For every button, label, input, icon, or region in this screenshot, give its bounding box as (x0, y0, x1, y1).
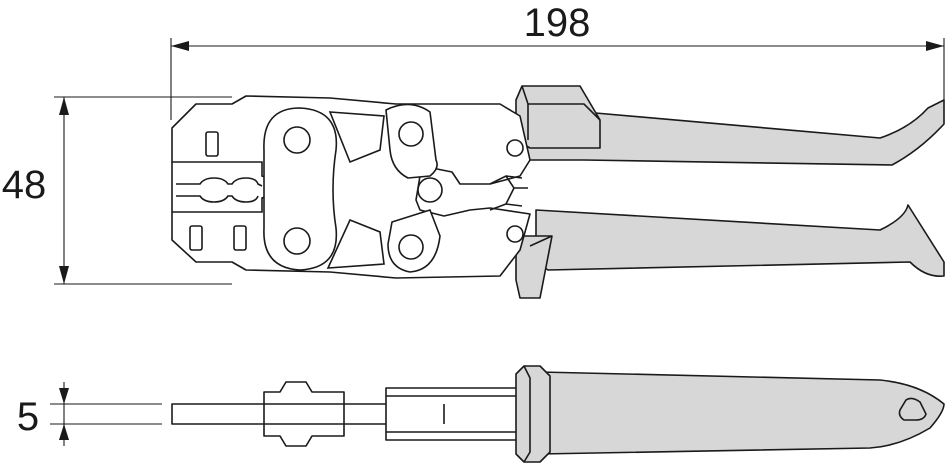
length-dimension-label: 198 (524, 1, 591, 45)
top-view-pivot-block (263, 381, 345, 447)
thickness-arrow-top (59, 388, 69, 404)
height-arrow-top (59, 97, 69, 115)
hang-hole-icon (898, 397, 927, 421)
window-lower (326, 218, 385, 269)
crimp-die-profile (176, 177, 263, 203)
link-plate (385, 103, 438, 179)
rivet-center (417, 177, 443, 203)
cam-plate (263, 107, 338, 271)
height-dimension: 48 (2, 96, 232, 285)
top-view-pivot-lines (264, 403, 344, 425)
length-arrow-left (171, 41, 189, 51)
window-upper (328, 111, 385, 164)
link-plate-lower (387, 209, 441, 273)
die-slot-bottom-right (233, 225, 247, 251)
top-view-collar-edge (523, 365, 531, 463)
pivot-pin-upper (283, 126, 311, 154)
rivet-handle-lower (506, 225, 524, 243)
tool-head (171, 95, 531, 279)
ratchet-mechanism (489, 174, 528, 211)
rivet-upper (398, 121, 424, 147)
height-arrow-bottom (59, 266, 69, 284)
side-view (171, 85, 945, 299)
rivet-lower (398, 234, 424, 260)
die-slot-bottom-left (189, 225, 203, 251)
die-slot-top (205, 131, 219, 157)
thickness-dimension-label: 5 (17, 395, 39, 439)
top-view-collar (515, 365, 551, 463)
lower-grip-collar (515, 235, 553, 299)
thickness-dimension: 5 (17, 382, 162, 446)
upper-handle-grip (519, 99, 945, 166)
top-view-grip (539, 371, 945, 455)
lower-handle-grip (535, 204, 945, 278)
height-dimension-label: 48 (2, 163, 47, 207)
upper-collar-edge (521, 85, 601, 121)
lower-collar-edge (529, 235, 553, 247)
rivet-handle-upper (506, 139, 524, 157)
top-view-link-lines (386, 395, 520, 433)
top-view (171, 365, 945, 463)
thickness-arrow-bottom (59, 424, 69, 440)
length-arrow-right (926, 41, 944, 51)
pivot-pin-lower (283, 227, 311, 255)
length-dimension: 198 (170, 1, 945, 120)
